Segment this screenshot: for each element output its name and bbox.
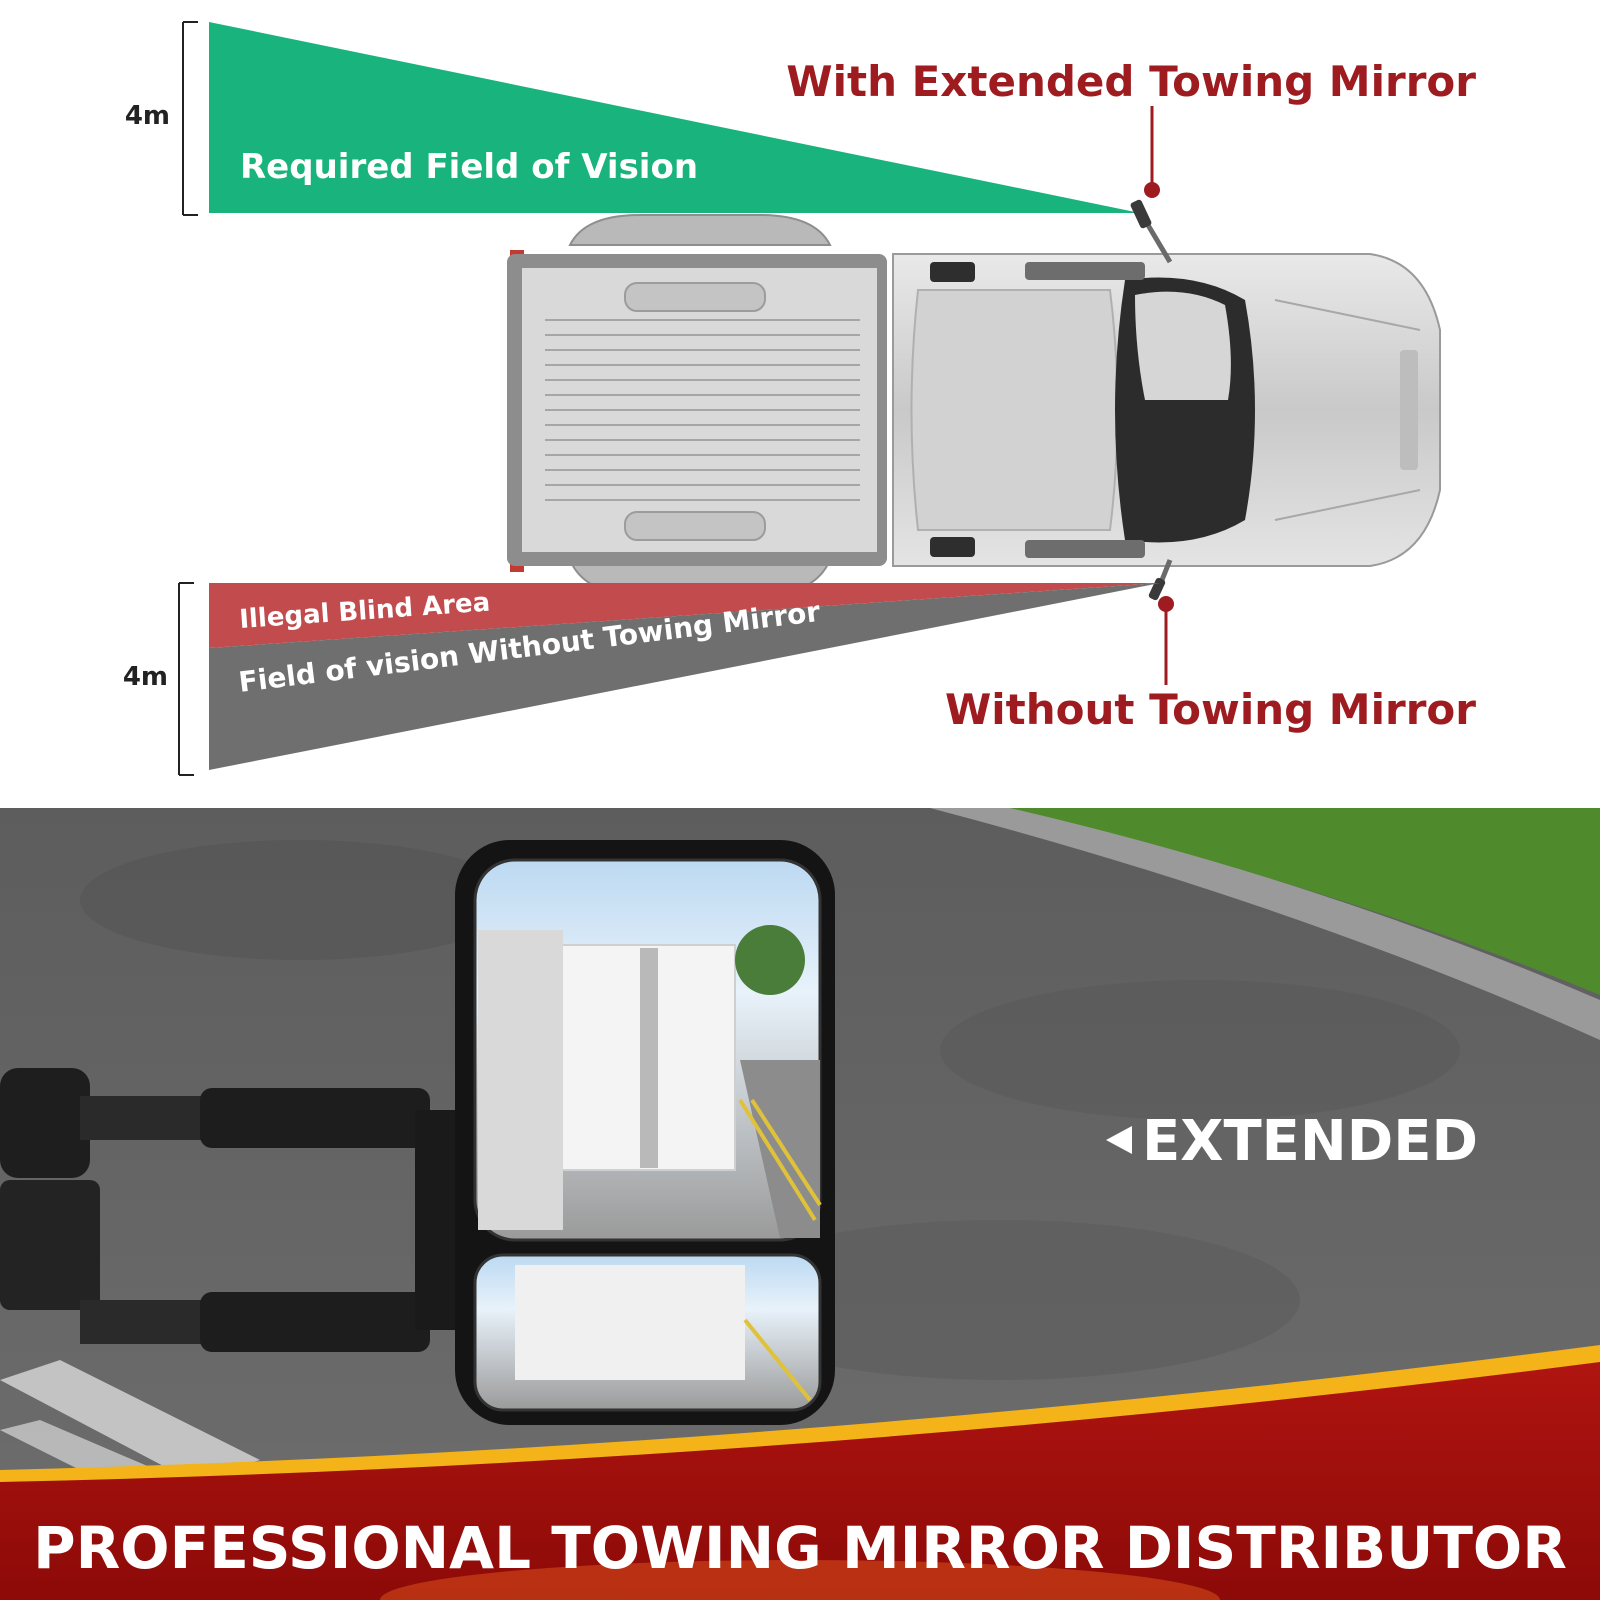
dimension-label-bottom: 4m	[123, 662, 168, 692]
dimension-label-top: 4m	[125, 101, 170, 131]
without-mirror-dot	[1158, 596, 1174, 612]
extended-label: EXTENDED	[1142, 1109, 1478, 1174]
with-mirror-dot	[1144, 182, 1160, 198]
dimension-bracket-bottom	[178, 582, 194, 776]
extended-arrow-icon	[1106, 1126, 1132, 1154]
pickup-truck-illustration	[507, 199, 1441, 601]
without-mirror-field-area	[209, 583, 1160, 770]
required-field-label: Required Field of Vision	[240, 147, 698, 187]
required-field-area	[209, 22, 1140, 213]
without-mirror-label: Without Towing Mirror	[945, 685, 1476, 734]
dimension-bracket-top	[182, 21, 198, 216]
with-mirror-label: With Extended Towing Mirror	[786, 57, 1476, 106]
banner-text: PROFESSIONAL TOWING MIRROR DISTRIBUTOR	[33, 1514, 1567, 1582]
bottom-banner	[0, 1345, 1600, 1600]
